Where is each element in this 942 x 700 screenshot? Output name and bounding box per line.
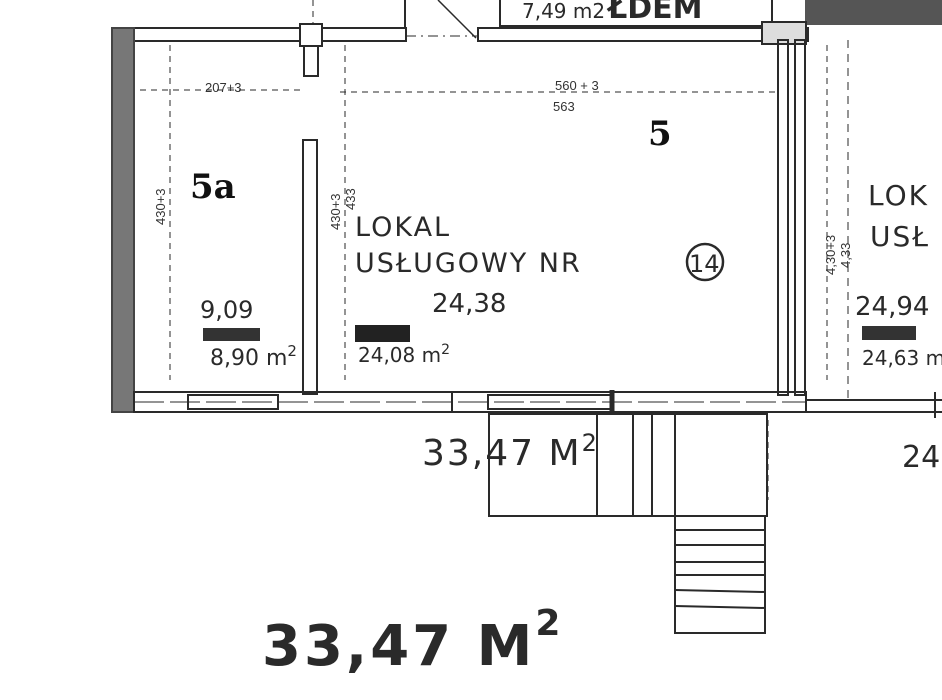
right-label-line1: LOK [868,179,929,212]
right-area-old: 24,94 [855,292,929,322]
pier-stub [303,45,319,77]
left-wall [111,27,135,413]
total-area-small: 33,47 M2 [422,429,599,474]
left-dim-width: 207+3 [205,80,242,95]
left-room-number: 5a [190,167,236,207]
right-area-new: 24,63 m [862,346,942,370]
main-label-line1: LOKAL [355,212,451,243]
column-pier-right [761,21,807,45]
right-wall-outer [794,39,806,396]
right-label-line2: USŁ [870,220,930,253]
top-room-area: 7,49 m2 [522,0,605,23]
main-area-old: 24,38 [432,289,506,319]
top-room-outline [499,0,773,27]
adjacent-top-block [805,0,942,25]
top-wall-right [477,27,809,42]
top-room-label: ŁDEM [606,0,703,26]
right-wall-inner [777,39,789,396]
bottom-wall-right [805,399,942,413]
door-swing [437,0,477,39]
partition-wall [302,139,318,395]
window-left [187,394,279,410]
main-label-line2: USŁUGOWY NR [355,248,582,279]
left-area-old: 9,09 [200,296,253,324]
column-pier [299,23,323,47]
left-area-new: 8,90 m2 [210,342,297,371]
main-room-number: 5 [648,114,672,154]
left-dim-height-a: 430+3 [153,188,168,225]
right-dim-height-b: 4,33 [838,243,853,268]
top-wall-left [129,27,407,42]
right-bottom-area: 24 [902,440,940,475]
right-dim-height-a: 4,30+3 [823,235,838,275]
main-dim-height-b: 433 [343,188,358,210]
main-dim-width-a: 560 + 3 [555,78,599,93]
main-unit-number: 14 [689,250,720,278]
entrance-landing [488,413,768,517]
total-area-large: 33,47 M2 [262,603,563,679]
main-dim-width-b: 563 [553,99,575,114]
unit-number-circle [685,242,725,282]
main-area-new: 24,08 m2 [358,342,450,367]
main-dim-height-a: 430+3 [328,193,343,230]
